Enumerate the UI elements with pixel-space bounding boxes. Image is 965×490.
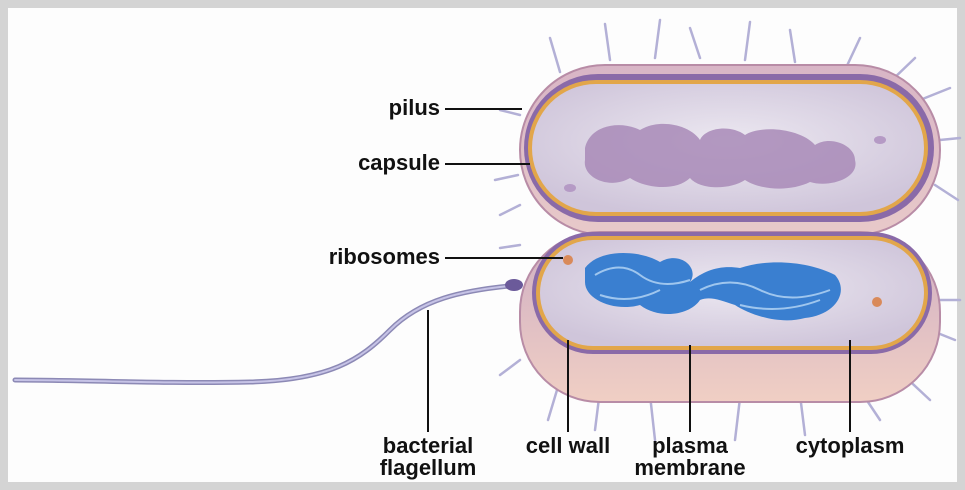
label-ribosomes: ribosomes xyxy=(290,246,440,268)
label-capsule: capsule xyxy=(320,152,440,174)
label-bacterial-flagellum: bacterial flagellum xyxy=(360,435,496,479)
label-flagellum-line2: flagellum xyxy=(360,457,496,479)
label-plasma-membrane: plasma membrane xyxy=(630,435,750,479)
bottom-cell-section xyxy=(520,232,940,402)
ribosome-dot xyxy=(563,255,573,265)
label-flagellum-line1: bacterial xyxy=(360,435,496,457)
label-plasma-line2: membrane xyxy=(630,457,750,479)
label-cell-wall: cell wall xyxy=(508,435,628,457)
label-cytoplasm: cytoplasm xyxy=(780,435,920,457)
top-cell-section xyxy=(520,65,940,235)
label-plasma-line1: plasma xyxy=(630,435,750,457)
label-pilus: pilus xyxy=(330,97,440,119)
flagellum xyxy=(15,279,523,383)
